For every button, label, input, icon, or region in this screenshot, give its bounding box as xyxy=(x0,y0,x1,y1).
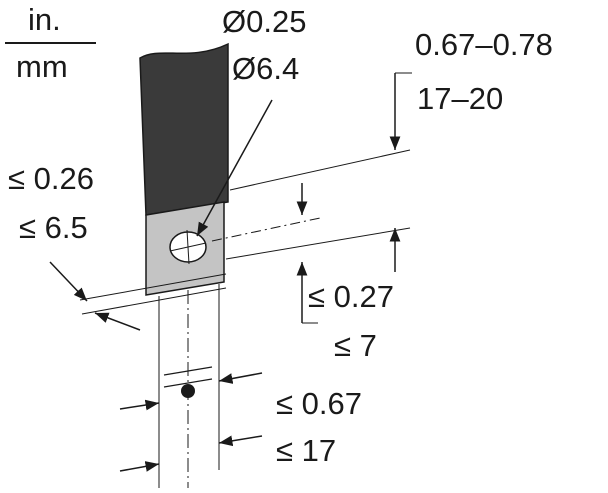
end-view-tick-bottom xyxy=(163,378,213,388)
hole-diameter-leader xyxy=(196,99,273,237)
unit-mm-label: mm xyxy=(16,49,68,84)
hole-offset-mm: ≤ 7 xyxy=(334,328,377,363)
hole-diameter-mm: Ø6.4 xyxy=(232,51,300,86)
thickness-arrow-right xyxy=(94,312,141,331)
hole-crosshair-v xyxy=(186,229,190,265)
end-view-tick-top xyxy=(163,366,213,376)
extension-line-lower xyxy=(225,227,411,260)
width-arrow-left xyxy=(119,399,160,411)
tab-thickness-inch: ≤ 0.26 xyxy=(8,161,94,196)
tab-width-mm: ≤ 17 xyxy=(276,433,337,468)
hole-diameter-inch: Ø0.25 xyxy=(222,4,307,39)
overall-width-arrow-right xyxy=(218,435,263,447)
extension-line-bottom-a xyxy=(79,273,227,301)
overall-length-inch: 0.67–0.78 xyxy=(415,27,553,62)
end-view-hole xyxy=(181,384,195,398)
thickness-arrow-left xyxy=(49,261,88,302)
width-arrow-right xyxy=(218,372,263,384)
overall-width-arrow-left xyxy=(119,461,160,472)
tab-thickness-mm: ≤ 6.5 xyxy=(19,210,88,245)
tab-width-inch: ≤ 0.67 xyxy=(276,386,362,421)
unit-inch-label: in. xyxy=(28,2,61,37)
cable-insulation xyxy=(139,42,229,216)
extension-line-center xyxy=(211,217,321,242)
extension-line-top xyxy=(229,149,411,191)
extension-line-bottom-b xyxy=(81,287,227,315)
hole-offset-inch: ≤ 0.27 xyxy=(308,279,394,314)
overall-length-mm: 17–20 xyxy=(417,81,504,116)
